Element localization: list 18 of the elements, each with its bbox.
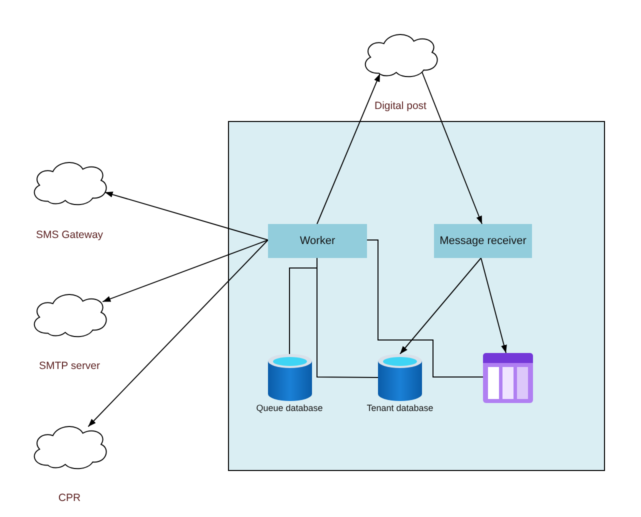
arrow bbox=[400, 258, 482, 354]
arrow bbox=[88, 240, 268, 428]
arrow bbox=[480, 258, 507, 354]
cloud-label: SMTP server bbox=[38, 360, 102, 372]
service-box: Worker bbox=[268, 224, 367, 258]
arrow bbox=[316, 73, 380, 224]
arrow bbox=[102, 240, 268, 302]
arrow bbox=[104, 192, 268, 240]
cloud-label: Digital post bbox=[374, 100, 428, 112]
boundary-box bbox=[228, 121, 605, 471]
database-label: Queue database bbox=[255, 403, 324, 414]
database-label: Tenant database bbox=[366, 403, 434, 414]
service-box: Message receiver bbox=[434, 224, 532, 258]
connector-line bbox=[316, 258, 378, 378]
arrow bbox=[422, 72, 482, 224]
cloud-label: CPR bbox=[57, 492, 82, 504]
cloud-label: SMS Gateway bbox=[34, 229, 104, 241]
connector-line bbox=[366, 240, 484, 378]
